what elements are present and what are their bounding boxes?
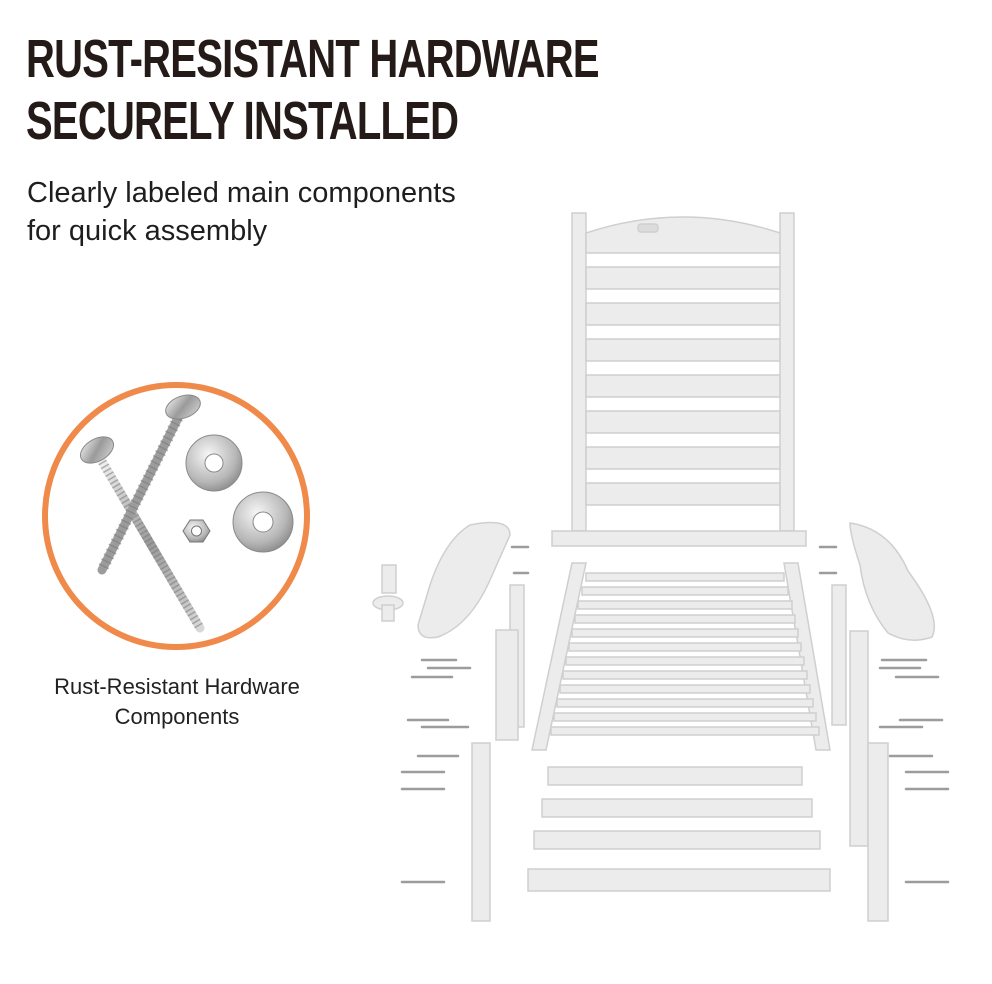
crossbar [547,766,803,786]
subtitle-line-1: Clearly labeled main components [27,177,456,209]
headline-line-1: RUST-RESISTANT HARDWARE [26,29,600,89]
washer-icon [185,434,243,492]
left-front-leg [495,584,525,741]
washer-icon [232,491,294,553]
crossbar [533,830,821,850]
headline-line-2: SECURELY INSTALLED [26,91,459,151]
left-armrest [417,521,511,639]
left-rear-leg [471,742,491,922]
hardware-caption-line-1: Rust-Resistant Hardware [54,674,300,699]
subtitle: Clearly labeled main components for quic… [27,174,527,250]
nut-icon [182,519,211,543]
backrest-panel [551,212,807,547]
crossbar [541,798,813,818]
headline: RUST-RESISTANT HARDWARE SECURELY INSTALL… [26,28,600,152]
hardware-caption: Rust-Resistant Hardware Components [0,672,354,732]
bolt-set [400,545,950,884]
crossbar [527,868,831,892]
peg-part [372,564,404,622]
bolt-icon [79,436,205,633]
screw-icon [97,394,201,575]
hardware-illustration [42,382,310,650]
right-rear-leg [867,742,889,922]
hardware-caption-line-2: Components [114,704,240,729]
seat-panel [531,562,831,751]
chair-exploded-diagram [372,212,950,922]
right-armrest [849,522,936,641]
subtitle-line-2: for quick assembly [27,215,268,247]
right-front-leg [831,584,869,847]
